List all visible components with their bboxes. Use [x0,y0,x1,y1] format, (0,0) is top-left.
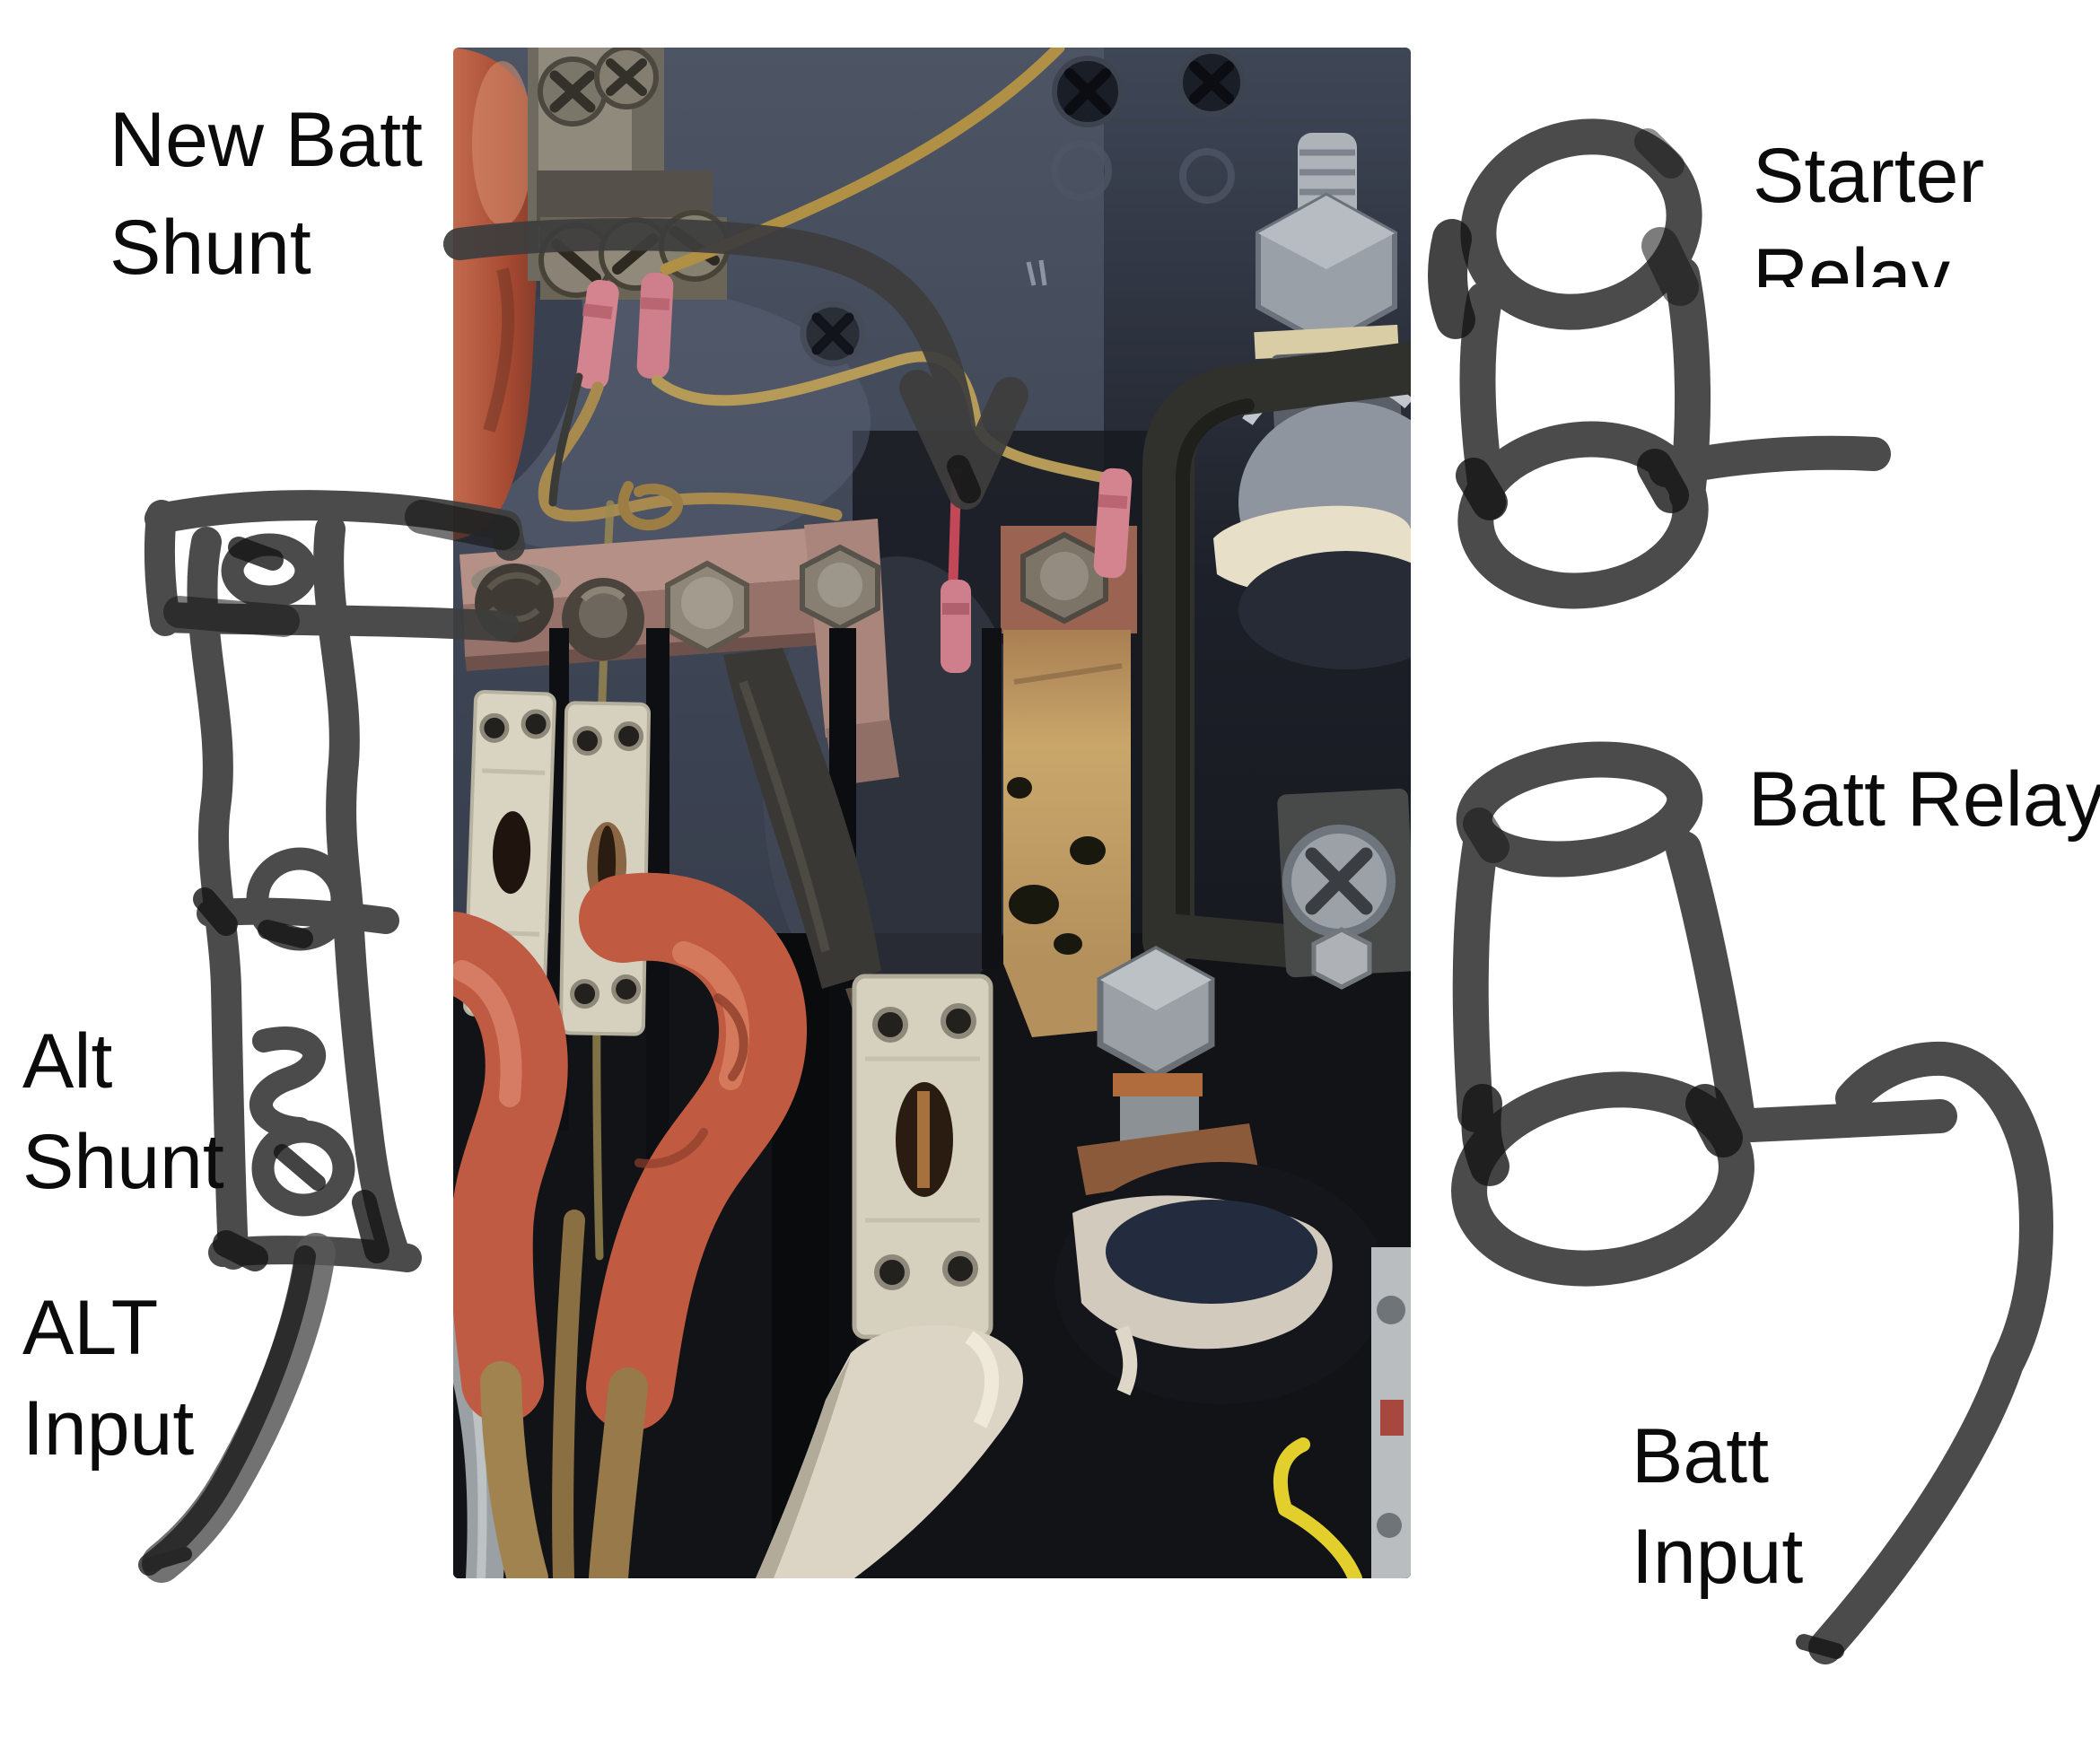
yellow-wire [1273,1437,1362,1578]
bracket-screw-plate [1277,788,1411,990]
panel-screw-icon [1177,48,1246,117]
label-alt-shunt: Alt Shunt [22,1011,224,1212]
label-alt-input-line1: ALT [22,1285,159,1371]
alt-shunt-annotation [144,490,525,1272]
pink-crimp-terminal [1093,467,1133,579]
label-batt-input: Batt Input [1632,1406,1803,1607]
battery-relay-hardware [1054,946,1387,1404]
shunt-plate [558,701,652,1036]
pink-crimp-terminal [576,272,674,390]
label-alt-shunt-line2: Shunt [22,1119,224,1205]
shunt-plate [852,974,993,1340]
old-batt-shunt-strap [1001,526,1137,1037]
label-new-batt-shunt-line1: New Batt [109,97,423,183]
label-starter-relay-line2: Relay [1753,233,1950,287]
label-new-batt-shunt: New Batt Shunt [109,86,423,301]
label-alt-input-line2: Input [22,1385,195,1472]
batt-relay-pointer-dash [1735,1099,1957,1142]
label-batt-input-line1: Batt [1632,1413,1769,1499]
label-batt-input-line2: Input [1632,1514,1804,1600]
label-batt-relay: Batt Relay [1748,756,2100,843]
panel-screw-icon [800,301,866,367]
label-alt-input: ALT Input [22,1278,194,1479]
label-alt-shunt-line1: Alt [22,1018,113,1105]
starter-relay-circle-annotation [1457,118,1891,609]
batt-input-curve-annotation [1808,1041,2053,1664]
label-new-batt-shunt-line2: Shunt [109,205,311,291]
starter-relay-pointer-dash [1649,435,1891,487]
bottom-cables [453,872,807,1578]
panel-screw-icon [1052,56,1124,127]
label-starter-relay: Starter Relay [1753,126,1984,287]
relay-mounting-bracket [1142,342,1411,967]
white-cable-boot [756,1324,1023,1578]
marker-dark-accents [138,128,1844,1659]
label-starter-relay-line1: Starter [1753,133,1985,219]
